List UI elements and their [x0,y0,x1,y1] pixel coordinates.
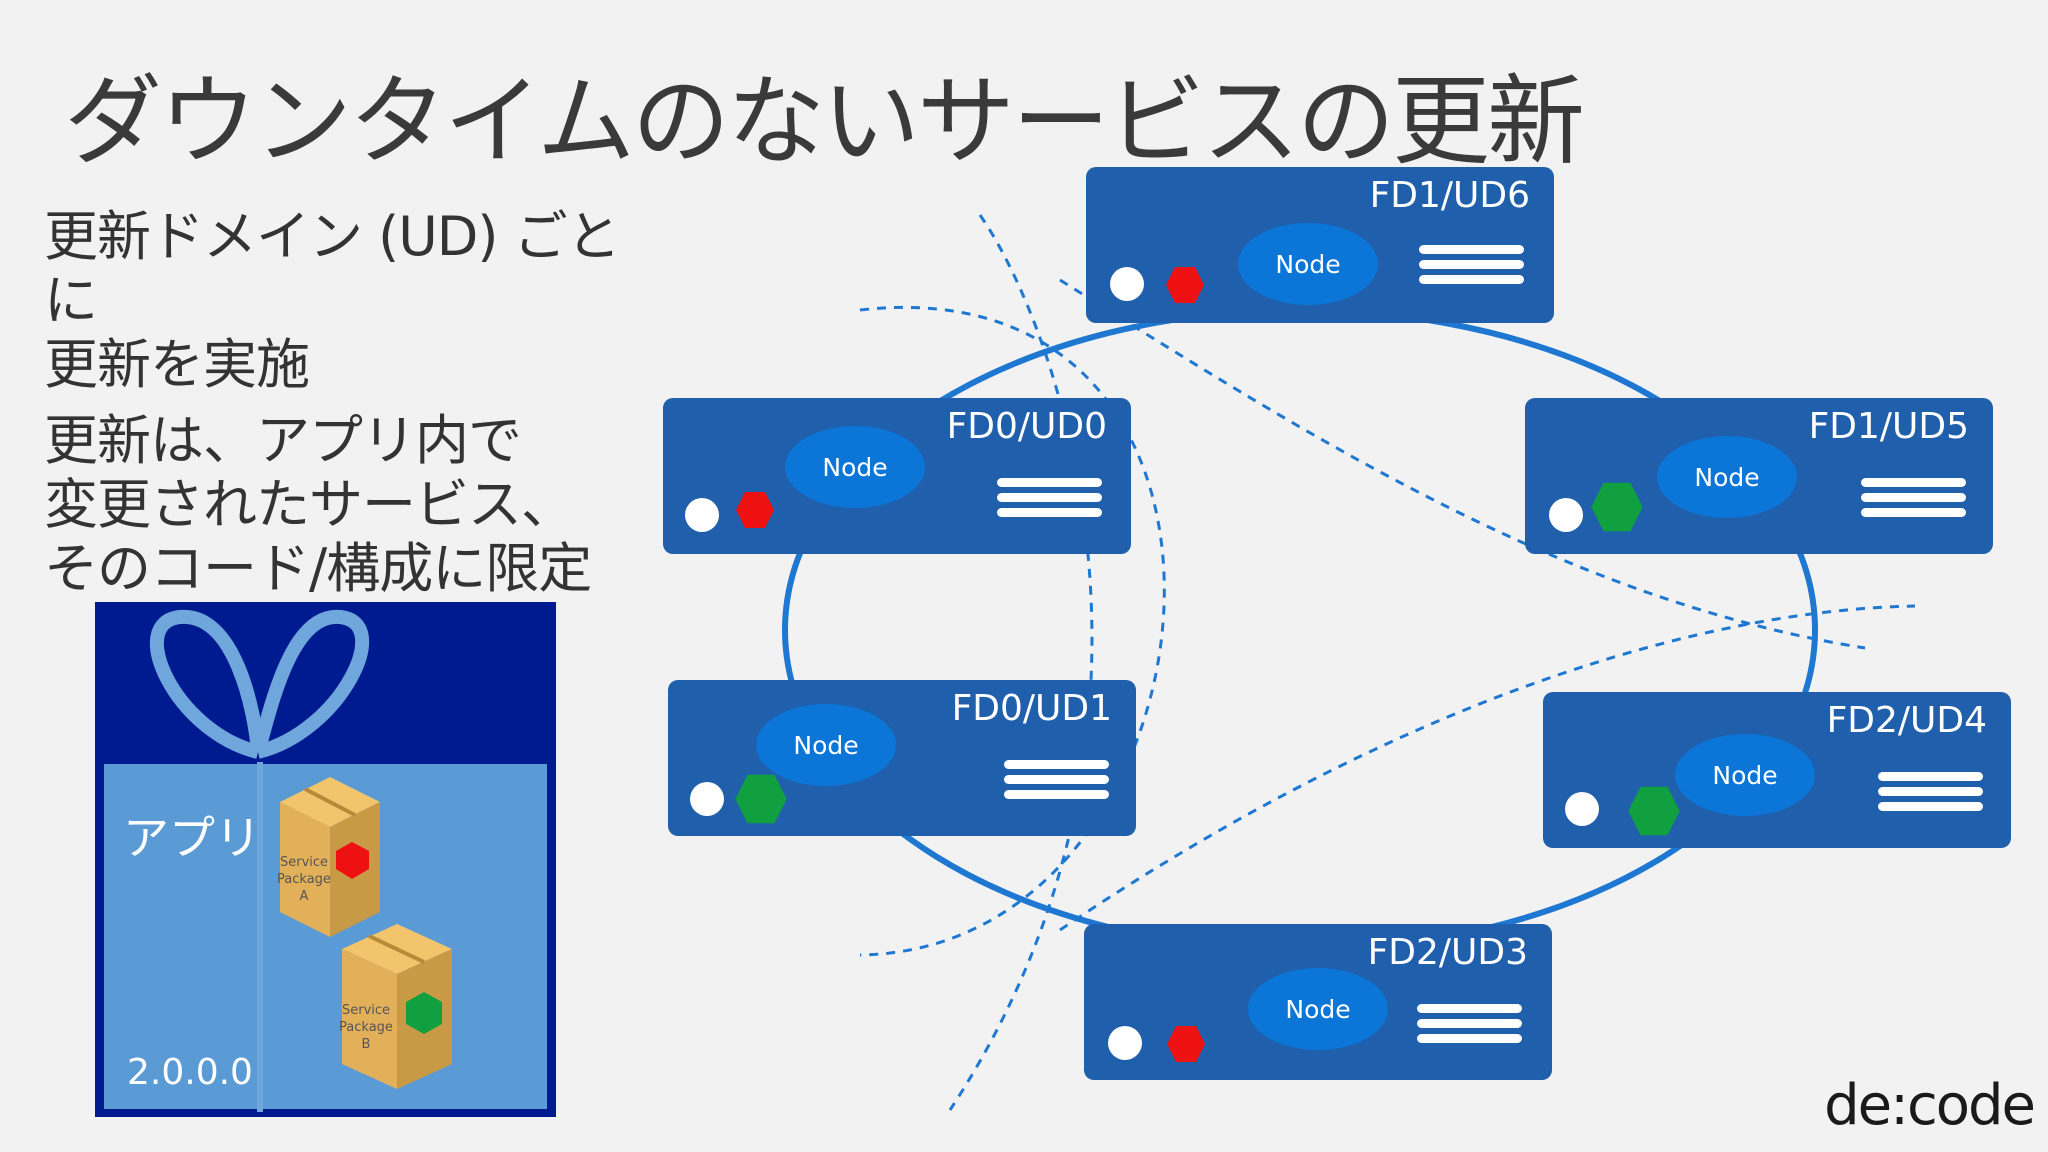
node-status-hex-icon [1166,267,1204,303]
node-status-hex-icon [736,492,774,528]
node-pill: Node [1238,223,1378,305]
package-a-label: Service Package A [277,855,331,904]
node-menu-icon [997,478,1102,534]
package-b-box-icon [342,924,452,1089]
node-pill: Node [1657,436,1797,518]
fault-domain-line-1 [859,306,1166,957]
node-name: FD0/UD1 [951,688,1112,729]
node-menu-icon [1419,245,1524,301]
node-status-dot-icon [1108,1026,1142,1060]
package-a-status-hex-icon [336,842,369,879]
node-card-fd0-ud0: FD0/UD0 Node [663,398,1131,554]
bullet-update-scope: 更新は、アプリ内で 変更されたサービス、 そのコード/構成に限定 [44,409,592,600]
node-name: FD2/UD4 [1826,700,1987,741]
app-version: 2.0.0.0 [127,1052,253,1093]
node-pill: Node [756,704,896,786]
node-name: FD1/UD5 [1808,406,1969,447]
fault-domain-line-2 [1059,278,1866,650]
slide-title: ダウンタイムのないサービスの更新 [64,65,1585,179]
gift-left-panel [104,764,258,1109]
node-menu-icon [1878,772,1983,828]
app-label: アプリ [123,811,261,865]
node-card-fd2-ud4: FD2/UD4 Node [1543,692,2011,848]
brand-logo: de:code [1824,1073,2036,1138]
node-pill: Node [785,426,925,508]
node-pill: Node [1675,734,1815,816]
node-card-fd2-ud3: FD2/UD3 Node [1084,924,1552,1080]
node-status-dot-icon [1565,792,1599,826]
node-card-fd0-ud1: FD0/UD1 Node [668,680,1136,836]
node-card-fd1-ud6: FD1/UD6 Node [1086,167,1554,323]
package-a-box-icon [280,777,380,937]
node-status-dot-icon [1549,498,1583,532]
node-menu-icon [1417,1004,1522,1060]
node-status-hex-icon [1591,482,1643,532]
bullet-list: 更新ドメイン (UD) ごとに 更新を実施 更新は、アプリ内で 変更されたサービ… [44,205,644,613]
node-name: FD1/UD6 [1369,175,1530,216]
node-status-dot-icon [1110,267,1144,301]
gift-bow-right [251,609,370,759]
node-card-fd1-ud5: FD1/UD5 Node [1525,398,1993,554]
node-status-dot-icon [685,498,719,532]
fault-domain-line-3 [1059,604,1916,932]
node-name: FD2/UD3 [1367,932,1528,973]
package-b-status-hex-icon [406,992,442,1034]
node-status-hex-icon [1628,786,1680,836]
node-name: FD0/UD0 [946,406,1107,447]
node-menu-icon [1861,478,1966,534]
node-menu-icon [1004,760,1109,816]
bullet-update-domain: 更新ドメイン (UD) ごとに 更新を実施 [44,205,621,396]
package-b-label: Service Package B [339,1003,393,1052]
node-status-dot-icon [690,782,724,816]
gift-bow-left [149,609,265,759]
node-pill: Node [1248,968,1388,1050]
gift-box-graphic [104,609,547,1112]
fault-domain-line-0 [948,214,1094,1111]
app-gift-box: アプリ Service Package A Service Package B … [95,602,556,1117]
node-status-hex-icon [1167,1026,1205,1062]
node-status-hex-icon [735,774,787,824]
